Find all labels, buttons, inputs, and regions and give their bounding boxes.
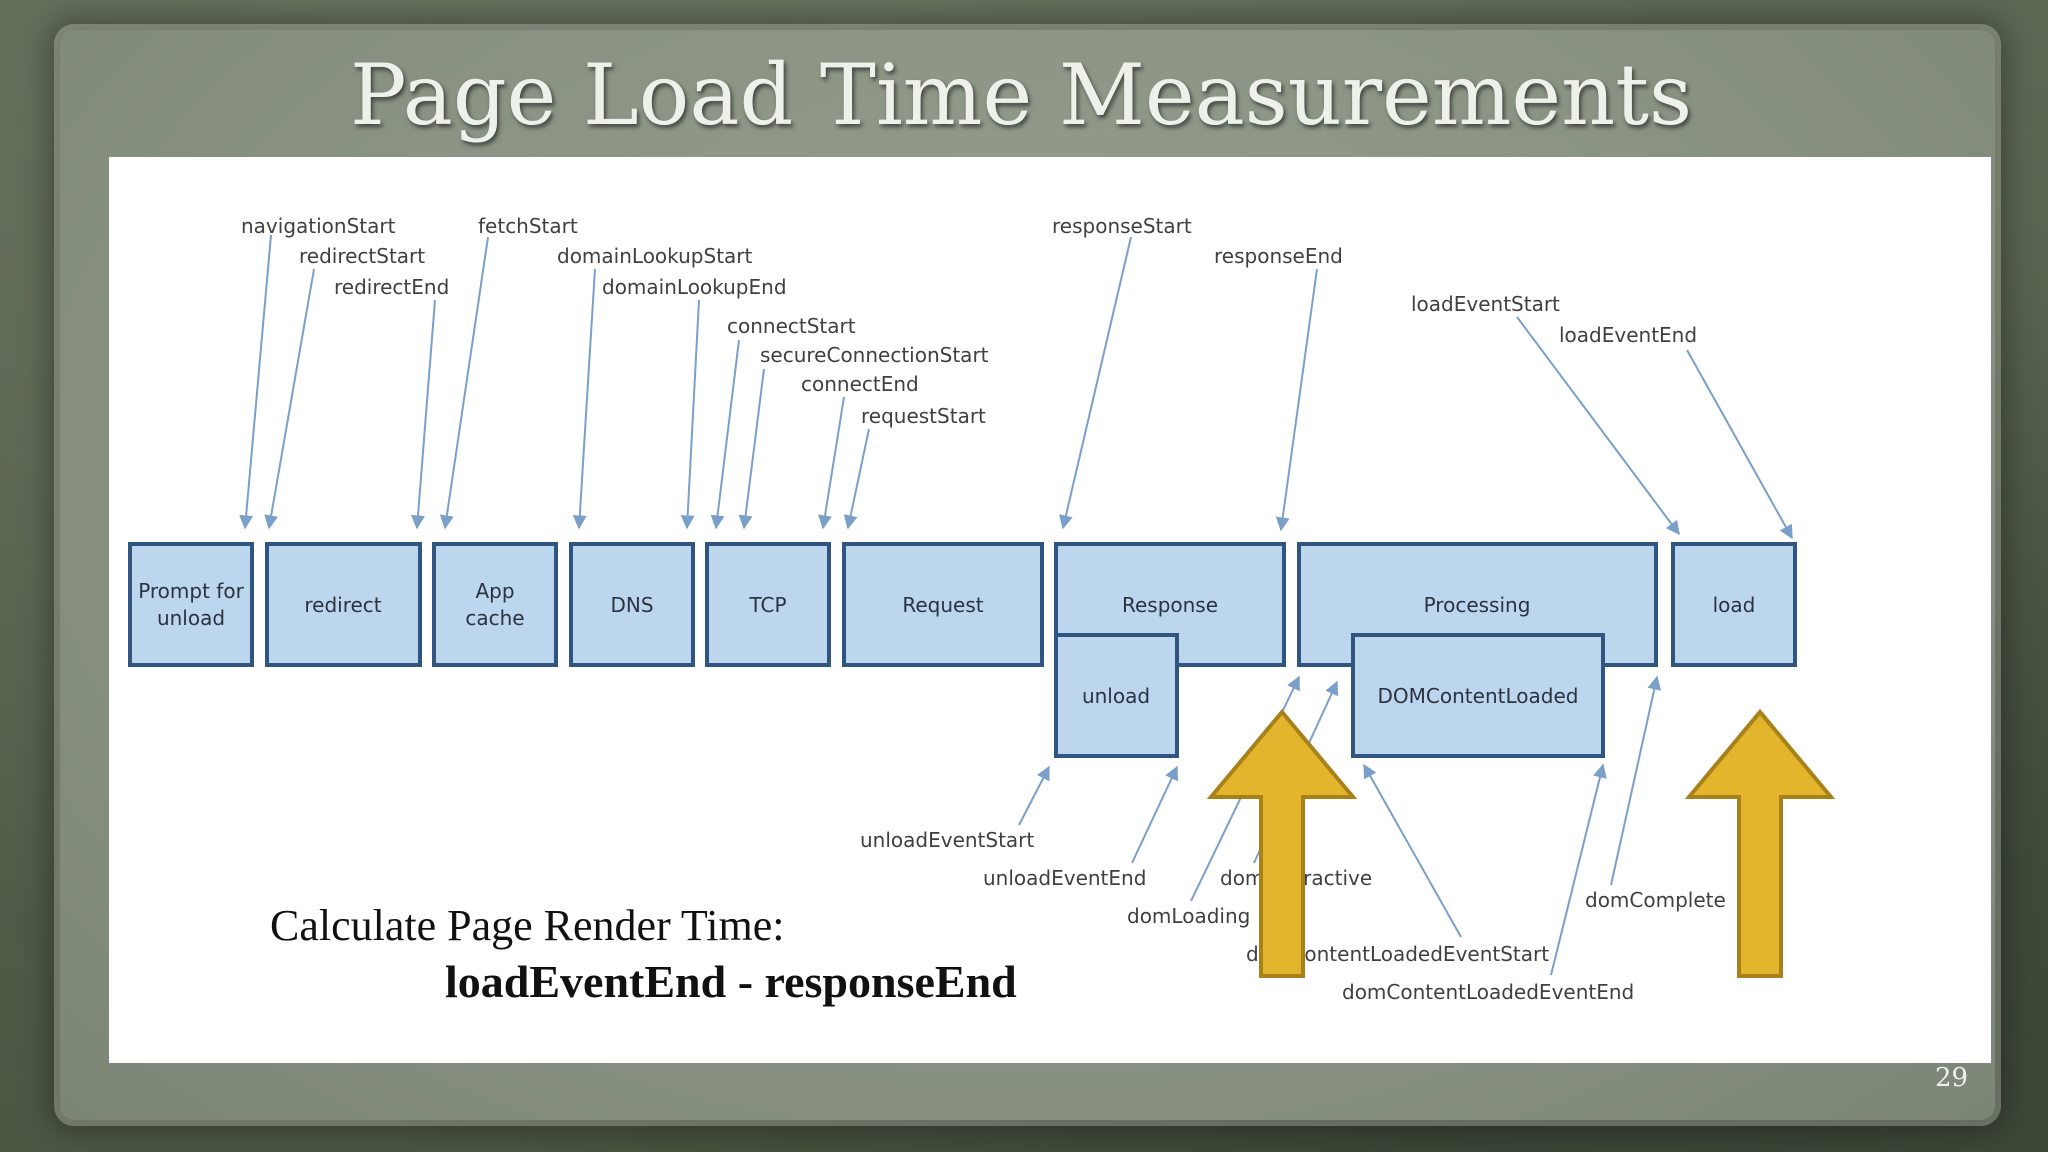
event-label-domContentLoadedEventEnd: domContentLoadedEventEnd: [1342, 980, 1634, 1004]
event-label-navigationStart: navigationStart: [241, 214, 396, 238]
phase-label-dns: DNS: [610, 593, 653, 617]
highlight-arrow-responseEnd: [1206, 708, 1358, 978]
top-event-pointers: [239, 234, 1793, 540]
pointer-redirectEnd: [411, 299, 436, 530]
event-label-loadEventEnd: loadEventEnd: [1559, 323, 1697, 347]
pointer-secureConnectionStart: [738, 368, 765, 530]
pointer-navigationStart: [239, 234, 272, 530]
phase-box-redirect: [265, 542, 422, 667]
pointer-domainLookupEnd: [680, 299, 700, 530]
phase-box-tcp: [705, 542, 831, 667]
pointer-domComplete: [1610, 675, 1662, 886]
pointer-domContentLoadedEventEnd: [1550, 763, 1607, 976]
event-label-fetchStart: fetchStart: [478, 214, 578, 238]
pointer-loadEventEnd: [1686, 349, 1793, 540]
event-label-unloadEventStart: unloadEventStart: [860, 828, 1034, 852]
pointer-connectEnd: [818, 396, 845, 530]
event-label-requestStart: requestStart: [861, 404, 986, 428]
phase-box-request: [842, 542, 1044, 667]
subphase-box-unload: [1054, 633, 1179, 758]
phase-label-app-cache-line2: cache: [465, 606, 524, 630]
calc-caption: Calculate Page Render Time:: [270, 901, 785, 950]
event-label-connectStart: connectStart: [727, 314, 856, 338]
phase-label-load: load: [1713, 593, 1756, 617]
pointer-unloadEventStart: [1018, 765, 1050, 826]
subphase-label-unload: unload: [1082, 684, 1150, 708]
page-number: 29: [1935, 1063, 1969, 1093]
event-label-connectEnd: connectEnd: [801, 372, 919, 396]
event-label-domLoading: domLoading: [1127, 904, 1250, 928]
diagram-panel: navigationStart redirectStart redirectEn…: [109, 157, 1991, 1063]
phase-label-response: Response: [1122, 593, 1218, 617]
top-event-labels: navigationStart redirectStart redirectEn…: [241, 214, 1697, 428]
phase-box-load: [1671, 542, 1797, 667]
phase-box-app-cache: [432, 542, 558, 667]
event-label-redirectEnd: redirectEnd: [334, 275, 449, 299]
event-label-redirectStart: redirectStart: [299, 244, 425, 268]
pointer-domainLookupStart: [572, 268, 596, 530]
pointer-redirectStart: [264, 268, 315, 530]
page-title: Page Load Time Measurements: [350, 46, 1693, 144]
pointer-loadEventStart: [1516, 316, 1680, 536]
phase-label-prompt-for-unload-line2: unload: [157, 606, 225, 630]
phase-boxes: Prompt for unload redirect App cache DNS…: [128, 542, 1797, 758]
phase-box-dns: [569, 542, 695, 667]
highlight-arrow-loadEventEnd: [1684, 708, 1836, 978]
event-label-domainLookupStart: domainLookupStart: [557, 244, 753, 268]
pointer-unloadEventEnd: [1131, 765, 1178, 864]
pointer-responseStart: [1059, 236, 1132, 530]
event-label-secureConnectionStart: secureConnectionStart: [760, 343, 989, 367]
phase-label-tcp: TCP: [748, 593, 786, 617]
pointer-connectStart: [710, 339, 740, 530]
event-label-unloadEventEnd: unloadEventEnd: [983, 866, 1146, 890]
pointer-domContentLoadedEventStart: [1363, 763, 1462, 938]
event-label-domainLookupEnd: domainLookupEnd: [602, 275, 787, 299]
subphase-box-domcontentloaded: [1351, 633, 1605, 758]
pointer-fetchStart: [439, 236, 489, 530]
pointer-responseEnd: [1275, 268, 1318, 532]
event-label-responseStart: responseStart: [1052, 214, 1192, 238]
event-label-responseEnd: responseEnd: [1214, 244, 1343, 268]
subphase-label-domcontentloaded: DOMContentLoaded: [1378, 684, 1579, 708]
event-label-domComplete: domComplete: [1585, 888, 1726, 912]
phase-label-redirect: redirect: [304, 593, 381, 617]
event-label-loadEventStart: loadEventStart: [1411, 292, 1560, 316]
phase-label-app-cache-line1: App: [475, 579, 514, 603]
pointer-requestStart: [843, 428, 870, 530]
calc-formula: loadEventEnd - responseEnd: [445, 956, 1017, 1007]
phase-label-processing: Processing: [1424, 593, 1531, 617]
phase-label-request: Request: [902, 593, 983, 617]
phase-label-prompt-for-unload-line1: Prompt for: [138, 579, 244, 603]
timing-diagram: navigationStart redirectStart redirectEn…: [128, 214, 1836, 1004]
phase-box-prompt-for-unload: [128, 542, 254, 667]
